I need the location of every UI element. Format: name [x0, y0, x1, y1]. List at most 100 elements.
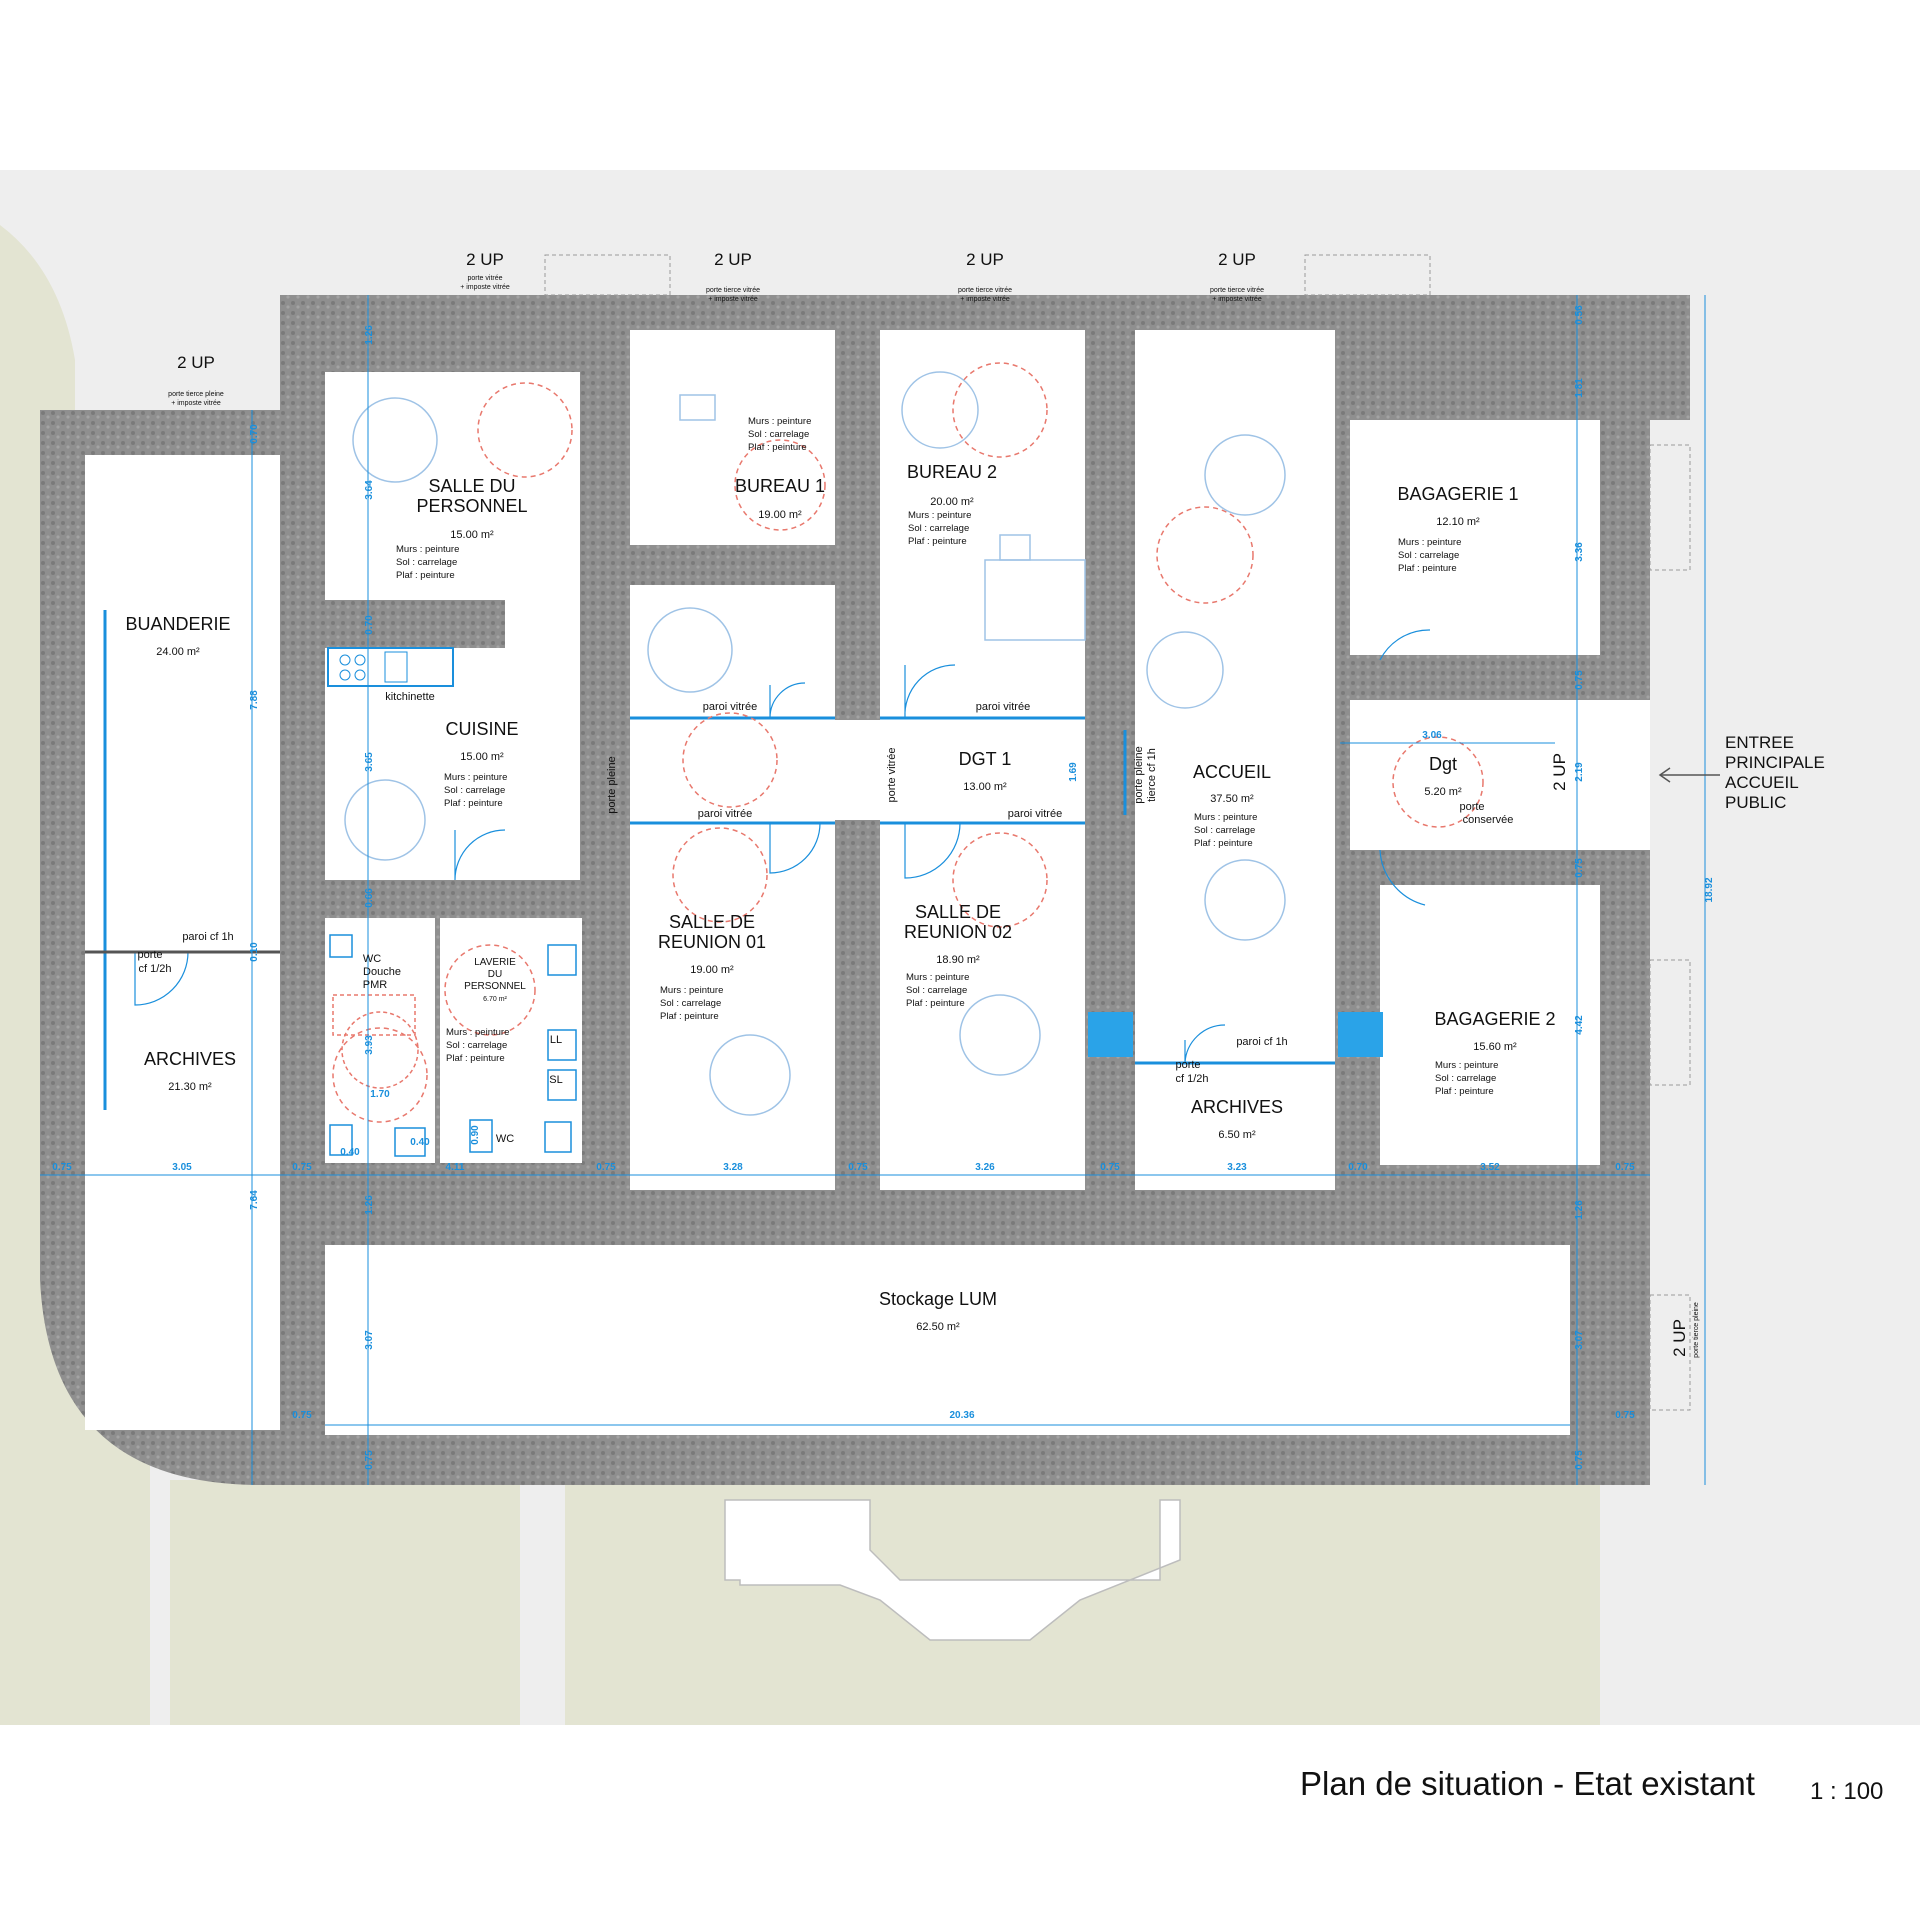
glazed-partition-label: paroi vitrée	[698, 808, 752, 820]
fixture-label: LL	[550, 1034, 562, 1046]
dimension-label: 3.23	[1227, 1162, 1247, 1173]
dimension-label: 3.65	[364, 752, 375, 772]
dimension-label: 1.70	[370, 1089, 390, 1100]
room-spec: Sol : carrelage	[748, 429, 809, 440]
room-spec: Sol : carrelage	[1398, 550, 1459, 561]
room-area: 18.90 m²	[936, 954, 980, 966]
dimension-label: 7.64	[249, 1190, 260, 1210]
dimension-label: 0.10	[249, 942, 260, 962]
dimension-label: 0.75	[1615, 1410, 1635, 1421]
room-spec: Plaf : peinture	[908, 536, 967, 547]
door-note: porte tierce pleine	[168, 391, 224, 398]
dimension-label: 0.56	[1574, 305, 1585, 325]
kitchenette-label: kitchinette	[385, 691, 435, 703]
entrance-bays	[544, 254, 1691, 1411]
dimension-label: 0.75	[1574, 858, 1585, 878]
room-area: 19.00 m²	[758, 509, 802, 521]
room-spec: Sol : carrelage	[906, 985, 967, 996]
fire-door-label: porte	[137, 949, 162, 961]
dimension-label: 1.26	[364, 1195, 375, 1215]
dimension-label: 0.70	[364, 615, 375, 635]
door-note: porte tierce vitrée	[958, 287, 1012, 294]
room-name: ARCHIVES	[1191, 1097, 1283, 1117]
dimension-label: 0.75	[1615, 1162, 1635, 1173]
door-note: + imposte vitrée	[1212, 296, 1262, 303]
dimension-label: 0.75	[364, 1450, 375, 1470]
room-name: REUNION 02	[904, 922, 1012, 942]
drawing-scale: 1 : 100	[1810, 1778, 1884, 1805]
fire-wall-label: paroi cf 1h	[182, 931, 233, 943]
furniture	[344, 371, 1286, 1116]
room-spec: Plaf : peinture	[444, 798, 503, 809]
fixture-label: SL	[549, 1074, 562, 1086]
room-name: DGT 1	[959, 749, 1012, 769]
entry-arrow	[1658, 767, 1720, 783]
dimension-label: 0.75	[1100, 1162, 1120, 1173]
dimension-label: 3.36	[1574, 542, 1585, 562]
dimension-label: 0.70	[249, 424, 260, 444]
fire-wall-block	[1088, 1012, 1133, 1057]
room-name: WC	[496, 1133, 514, 1145]
door-label: porte pleine	[1133, 746, 1145, 804]
dimension-label: 3.07	[364, 1330, 375, 1350]
room-name: BAGAGERIE 1	[1397, 484, 1518, 504]
room-area: 13.00 m²	[963, 781, 1007, 793]
room-area: 15.00 m²	[460, 751, 504, 763]
room-area: 5.20 m²	[1424, 786, 1462, 798]
door-label: porte vitrée	[886, 747, 898, 802]
sanitary-fixtures	[329, 934, 577, 1157]
unit-passage-label: 2 UP	[1550, 753, 1569, 791]
room-name: PERSONNEL	[464, 981, 526, 992]
room-area: 6.70 m²	[483, 996, 507, 1003]
dimension-label: 1.26	[1574, 1200, 1585, 1220]
room-area: 21.30 m²	[168, 1081, 212, 1093]
room-name: CUISINE	[445, 719, 518, 739]
dimension-label: 3.06	[1422, 730, 1442, 741]
room-spec: Sol : carrelage	[1194, 825, 1255, 836]
room-name: Stockage LUM	[879, 1289, 997, 1309]
dimension-label: 0.90	[470, 1125, 481, 1145]
room-spec: Murs : peinture	[1435, 1060, 1498, 1071]
dimension-label: 0.40	[410, 1137, 430, 1148]
fire-wall-label: paroi cf 1h	[1236, 1036, 1287, 1048]
door-note: + imposte vitrée	[960, 296, 1010, 303]
dimension-label: 18.92	[1704, 877, 1715, 902]
room-spec: Sol : carrelage	[1435, 1073, 1496, 1084]
room-area: 15.00 m²	[450, 529, 494, 541]
room-name: ACCUEIL	[1193, 762, 1271, 782]
room-name: PMR	[363, 979, 388, 991]
dimension-lines	[40, 295, 1706, 1485]
dimension-label: 3.07	[1574, 1330, 1585, 1350]
room-area: 37.50 m²	[1210, 793, 1254, 805]
room-spec: Murs : peinture	[748, 416, 811, 427]
door-note: + imposte vitrée	[708, 296, 758, 303]
room-spec: Sol : carrelage	[908, 523, 969, 534]
room-spec: Plaf : peinture	[748, 442, 807, 453]
unit-passage-label: 2 UP	[966, 250, 1004, 269]
door-note: porte tierce vitrée	[706, 287, 760, 294]
room-name: BAGAGERIE 2	[1434, 1009, 1555, 1029]
room-spec: Murs : peinture	[660, 985, 723, 996]
room-area: 24.00 m²	[156, 646, 200, 658]
room-name: LAVERIE	[474, 957, 516, 968]
room-spec: Murs : peinture	[906, 972, 969, 983]
dimension-label: 0.75	[1574, 670, 1585, 690]
room-spec: Plaf : peinture	[446, 1053, 505, 1064]
room-name: Dgt	[1429, 754, 1457, 774]
entry-label: ACCUEIL	[1725, 773, 1799, 792]
dimension-label: 1.81	[1574, 378, 1585, 398]
room-name: DU	[488, 969, 502, 980]
terrace-outline	[724, 1499, 1181, 1641]
dimension-label: 0.66	[364, 888, 375, 908]
green-area-bottom-2	[565, 1480, 1600, 1725]
room-area: 62.50 m²	[916, 1321, 960, 1333]
unit-passage-label: 2 UP	[177, 353, 215, 372]
room-name: REUNION 01	[658, 932, 766, 952]
room-spec: Sol : carrelage	[660, 998, 721, 1009]
room-spec: Murs : peinture	[1194, 812, 1257, 823]
door-swings	[134, 629, 1431, 1064]
fire-wall-block	[1338, 1012, 1383, 1057]
door-note: porte tierce pleine	[1693, 1302, 1700, 1358]
dimension-label: 0.75	[292, 1410, 312, 1421]
room-area: 19.00 m²	[690, 964, 734, 976]
